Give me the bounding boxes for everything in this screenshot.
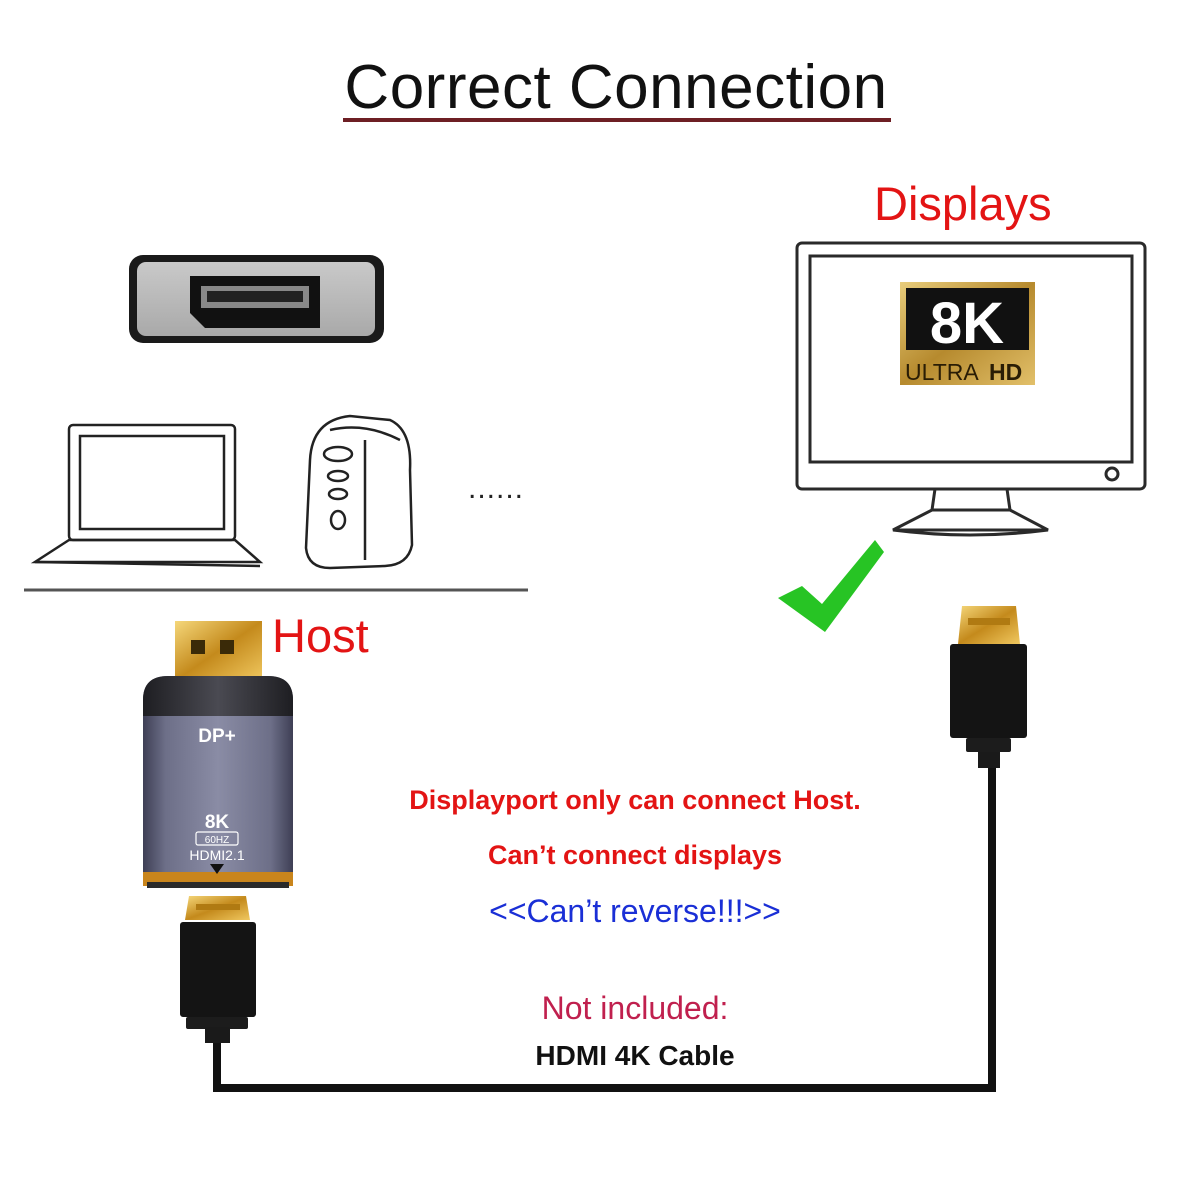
- laptop-icon: [30, 423, 264, 568]
- adapter-hz-label: 60HZ: [205, 835, 229, 846]
- note-host-only: Displayport only can connect Host.: [409, 785, 861, 815]
- adapter-8k-label: 8K: [205, 812, 230, 833]
- badge-ultra-text: ULTRA: [905, 359, 979, 385]
- badge-hd-text: HD: [989, 359, 1022, 385]
- adapter-dp-label: DP+: [198, 726, 236, 747]
- more-devices-ellipsis: ......: [468, 472, 525, 505]
- hdmi-cable-wire: [213, 765, 996, 1092]
- check-icon: [778, 540, 884, 632]
- note-not-included: Not included:: [541, 990, 729, 1026]
- note-no-displays: Can’t connect displays: [487, 840, 783, 870]
- hdmi-plug-icon: [180, 896, 256, 1043]
- page-title: Correct Connection: [344, 53, 888, 122]
- adapter-icon: DP+ 8K 60HZ HDMI2.1: [143, 621, 293, 888]
- hdmi-plug-icon-display: [950, 606, 1027, 768]
- note-no-reverse: <<Can’t reverse!!!>>: [489, 893, 781, 929]
- displays-label: Displays: [874, 177, 1052, 230]
- arrow-down-icon: [210, 864, 224, 874]
- 8k-ultrahd-badge: 8K ULTRA HD: [900, 282, 1035, 385]
- note-cable-name: HDMI 4K Cable: [535, 1040, 735, 1071]
- host-label: Host: [272, 609, 369, 662]
- desktop-tower-icon: [304, 414, 414, 570]
- title-underline: [343, 118, 891, 122]
- displayport-socket-icon: [129, 255, 384, 343]
- adapter-hdmi-label: HDMI2.1: [189, 847, 244, 863]
- badge-8k-text: 8K: [930, 291, 1004, 356]
